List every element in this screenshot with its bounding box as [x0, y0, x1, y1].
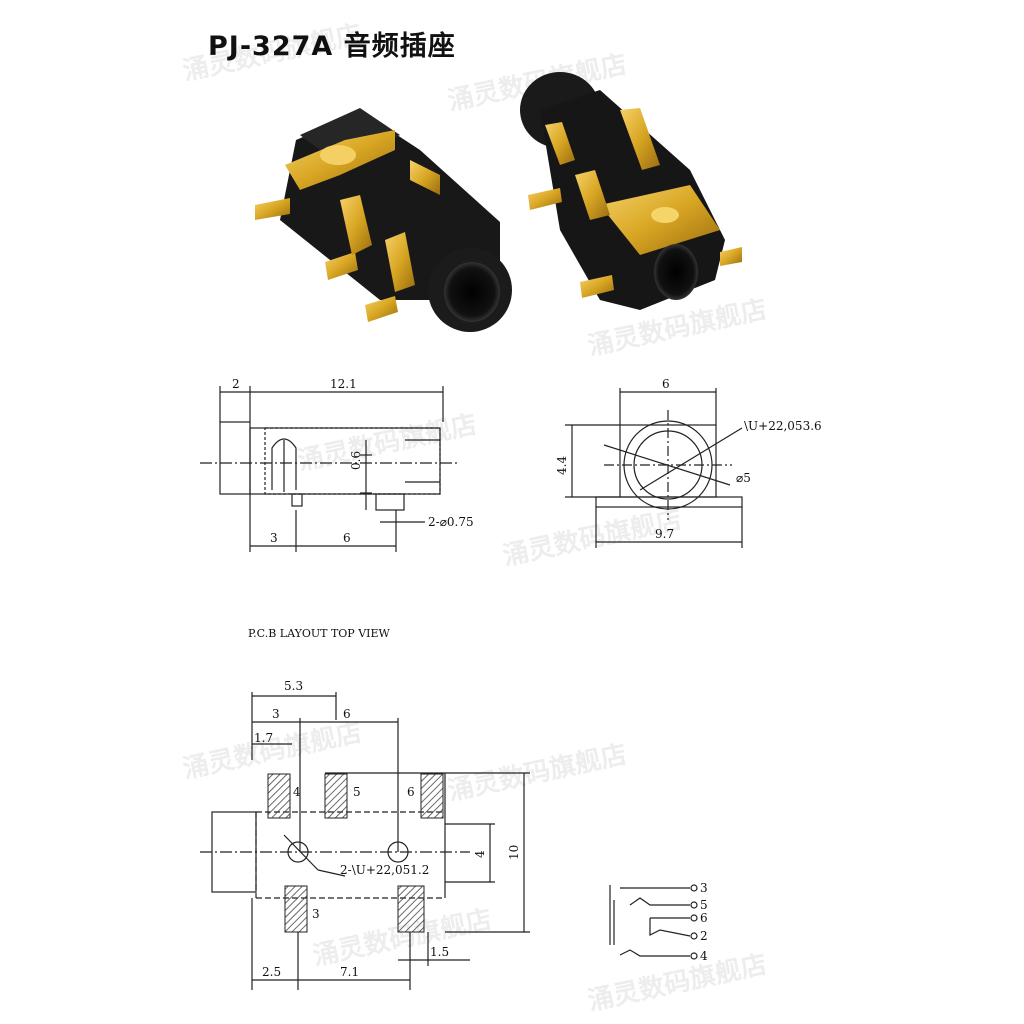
- schematic-pin-4: 4: [700, 949, 708, 963]
- dim-side-pin-diameter: 2-⌀0.75: [428, 515, 474, 529]
- page-title: PJ-327A 音频插座: [208, 31, 456, 62]
- dim-pcb-holes: 2-\U+22,051.2: [340, 863, 429, 877]
- dim-front-diameter-5: ⌀5: [736, 471, 751, 485]
- dim-pcb-5-3: 5.3: [284, 679, 303, 693]
- schematic-pin-5: 5: [700, 898, 708, 912]
- dim-side-12-1: 12.1: [330, 377, 357, 391]
- side-view-drawing: [200, 386, 460, 552]
- dim-front-6: 6: [662, 377, 670, 391]
- pad-3: [284, 885, 308, 933]
- product-photo-right: [520, 72, 742, 310]
- watermark-1: 涌灵数码旗舰店: [180, 19, 364, 87]
- watermark-9: 涌灵数码旗舰店: [585, 949, 769, 1017]
- schematic-pin-2: 2: [700, 929, 708, 943]
- dim-front-4-4: 4.4: [555, 456, 569, 475]
- dim-pcb-4: 4: [473, 850, 487, 858]
- pin-schematic: [609, 884, 698, 960]
- dim-side-2: 2: [232, 377, 240, 391]
- dim-pcb-6: 6: [343, 707, 351, 721]
- dim-front-thread: \U+22,053.6: [744, 419, 822, 433]
- dim-pcb-3: 3: [272, 707, 280, 721]
- watermark-3: 涌灵数码旗舰店: [585, 294, 769, 362]
- pad-2: [397, 885, 425, 933]
- dim-front-9-7: 9.7: [655, 527, 674, 541]
- pad-label-6: 6: [407, 785, 415, 799]
- front-view-drawing: [565, 388, 743, 548]
- pad-5: [324, 773, 348, 819]
- dim-pcb-7-1: 7.1: [340, 965, 359, 979]
- pcb-heading: P.C.B LAYOUT TOP VIEW: [248, 627, 391, 640]
- pad-label-4: 4: [293, 785, 301, 799]
- dim-pcb-1-7: 1.7: [254, 731, 273, 745]
- watermark-4: 涌灵数码旗舰店: [295, 409, 479, 477]
- pad-label-3: 3: [312, 907, 320, 921]
- dim-side-0-6: 0.6: [349, 451, 363, 470]
- pad-6: [420, 773, 444, 819]
- dim-side-3: 3: [270, 531, 278, 545]
- pad-label-5: 5: [353, 785, 361, 799]
- dim-side-6: 6: [343, 531, 351, 545]
- schematic-pin-3: 3: [700, 881, 708, 895]
- pcb-pads: [267, 773, 444, 933]
- dim-pcb-1-5: 1.5: [430, 945, 449, 959]
- dim-pcb-2-5: 2.5: [262, 965, 281, 979]
- dim-pcb-10: 10: [507, 845, 521, 860]
- product-photo-left: [255, 108, 512, 332]
- schematic-pin-6: 6: [700, 911, 708, 925]
- pad-4: [267, 773, 291, 819]
